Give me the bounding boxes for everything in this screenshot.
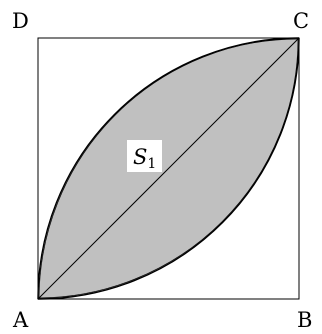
lower-arc-trace xyxy=(38,38,299,299)
lower-arc xyxy=(37,37,300,300)
upper-arc xyxy=(37,37,300,300)
region-label-background xyxy=(127,140,162,172)
region-label-letter: S xyxy=(133,145,147,169)
vertex-label-d: D xyxy=(12,9,29,33)
upper-arc-trace xyxy=(38,38,299,299)
diagonal-ac xyxy=(37,37,300,300)
vertex-label-a: A xyxy=(12,308,29,332)
region-label-subscript: 1 xyxy=(147,156,156,172)
square-outline xyxy=(37,37,300,300)
vertex-label-c: C xyxy=(293,9,309,33)
region-label: S1 xyxy=(133,145,156,172)
vertex-label-b: B xyxy=(297,308,312,332)
